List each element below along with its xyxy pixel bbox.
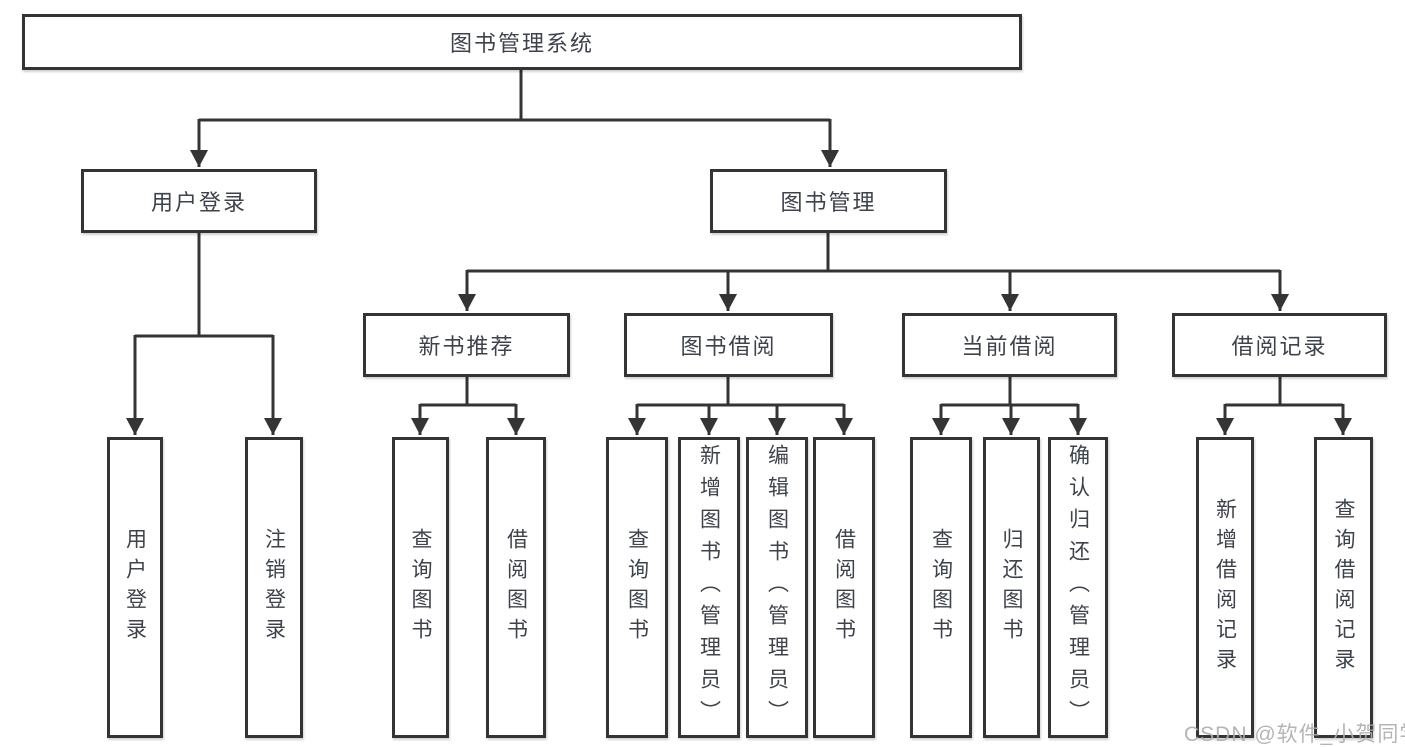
leaf-return-books: 归还图书 (983, 437, 1040, 738)
node-label: 编辑图书（管理员） (765, 444, 789, 732)
node-label: 借阅记录 (1231, 334, 1328, 359)
node-label: 图书借阅 (680, 334, 777, 359)
leaf-confirm-return-admin: 确认归还（管理员） (1048, 437, 1108, 738)
leaf-query-books-1: 查询图书 (392, 437, 449, 738)
node-user-login: 用户登录 (81, 169, 317, 233)
leaf-add-borrow-record: 新增借阅记录 (1196, 437, 1254, 738)
node-label: 图书管理系统 (449, 31, 594, 56)
node-label: 查询图书 (409, 527, 432, 648)
leaf-borrow-books-1: 借阅图书 (486, 437, 546, 738)
leaf-edit-books-admin: 编辑图书（管理员） (746, 437, 808, 738)
node-label: 查询借阅记录 (1332, 497, 1355, 678)
leaf-query-books-2: 查询图书 (606, 437, 668, 738)
node-book-borrow: 图书借阅 (624, 313, 833, 377)
leaf-user-login: 用户登录 (107, 437, 163, 738)
node-book-management: 图书管理 (710, 169, 947, 233)
node-label: 新书推荐 (418, 334, 515, 359)
csdn-watermark: CSDN @软件_小贺同学 (1184, 723, 1405, 746)
node-borrow-records: 借阅记录 (1172, 313, 1387, 377)
leaf-borrow-books-2: 借阅图书 (813, 437, 875, 738)
node-label: 注销登录 (262, 527, 286, 648)
node-label: 用户登录 (150, 190, 247, 215)
node-label: 新增图书（管理员） (697, 444, 721, 732)
node-label: 确认归还（管理员） (1066, 444, 1090, 732)
node-new-book-recommend: 新书推荐 (363, 313, 570, 377)
node-root: 图书管理系统 (22, 14, 1022, 70)
node-label: 新增借阅记录 (1213, 497, 1237, 678)
node-label: 图书管理 (780, 190, 877, 215)
node-current-borrow: 当前借阅 (902, 313, 1117, 377)
leaf-query-borrow-record: 查询借阅记录 (1314, 437, 1373, 738)
node-label: 查询图书 (929, 527, 953, 648)
node-label: 查询图书 (625, 527, 649, 648)
node-label: 借阅图书 (504, 527, 528, 648)
node-label: 用户登录 (123, 527, 147, 648)
leaf-add-books-admin: 新增图书（管理员） (678, 437, 740, 738)
node-label: 借阅图书 (832, 527, 856, 648)
node-label: 归还图书 (1000, 527, 1023, 648)
leaf-query-books-3: 查询图书 (910, 437, 972, 738)
leaf-logout: 注销登录 (245, 437, 303, 738)
node-label: 当前借阅 (961, 334, 1058, 359)
